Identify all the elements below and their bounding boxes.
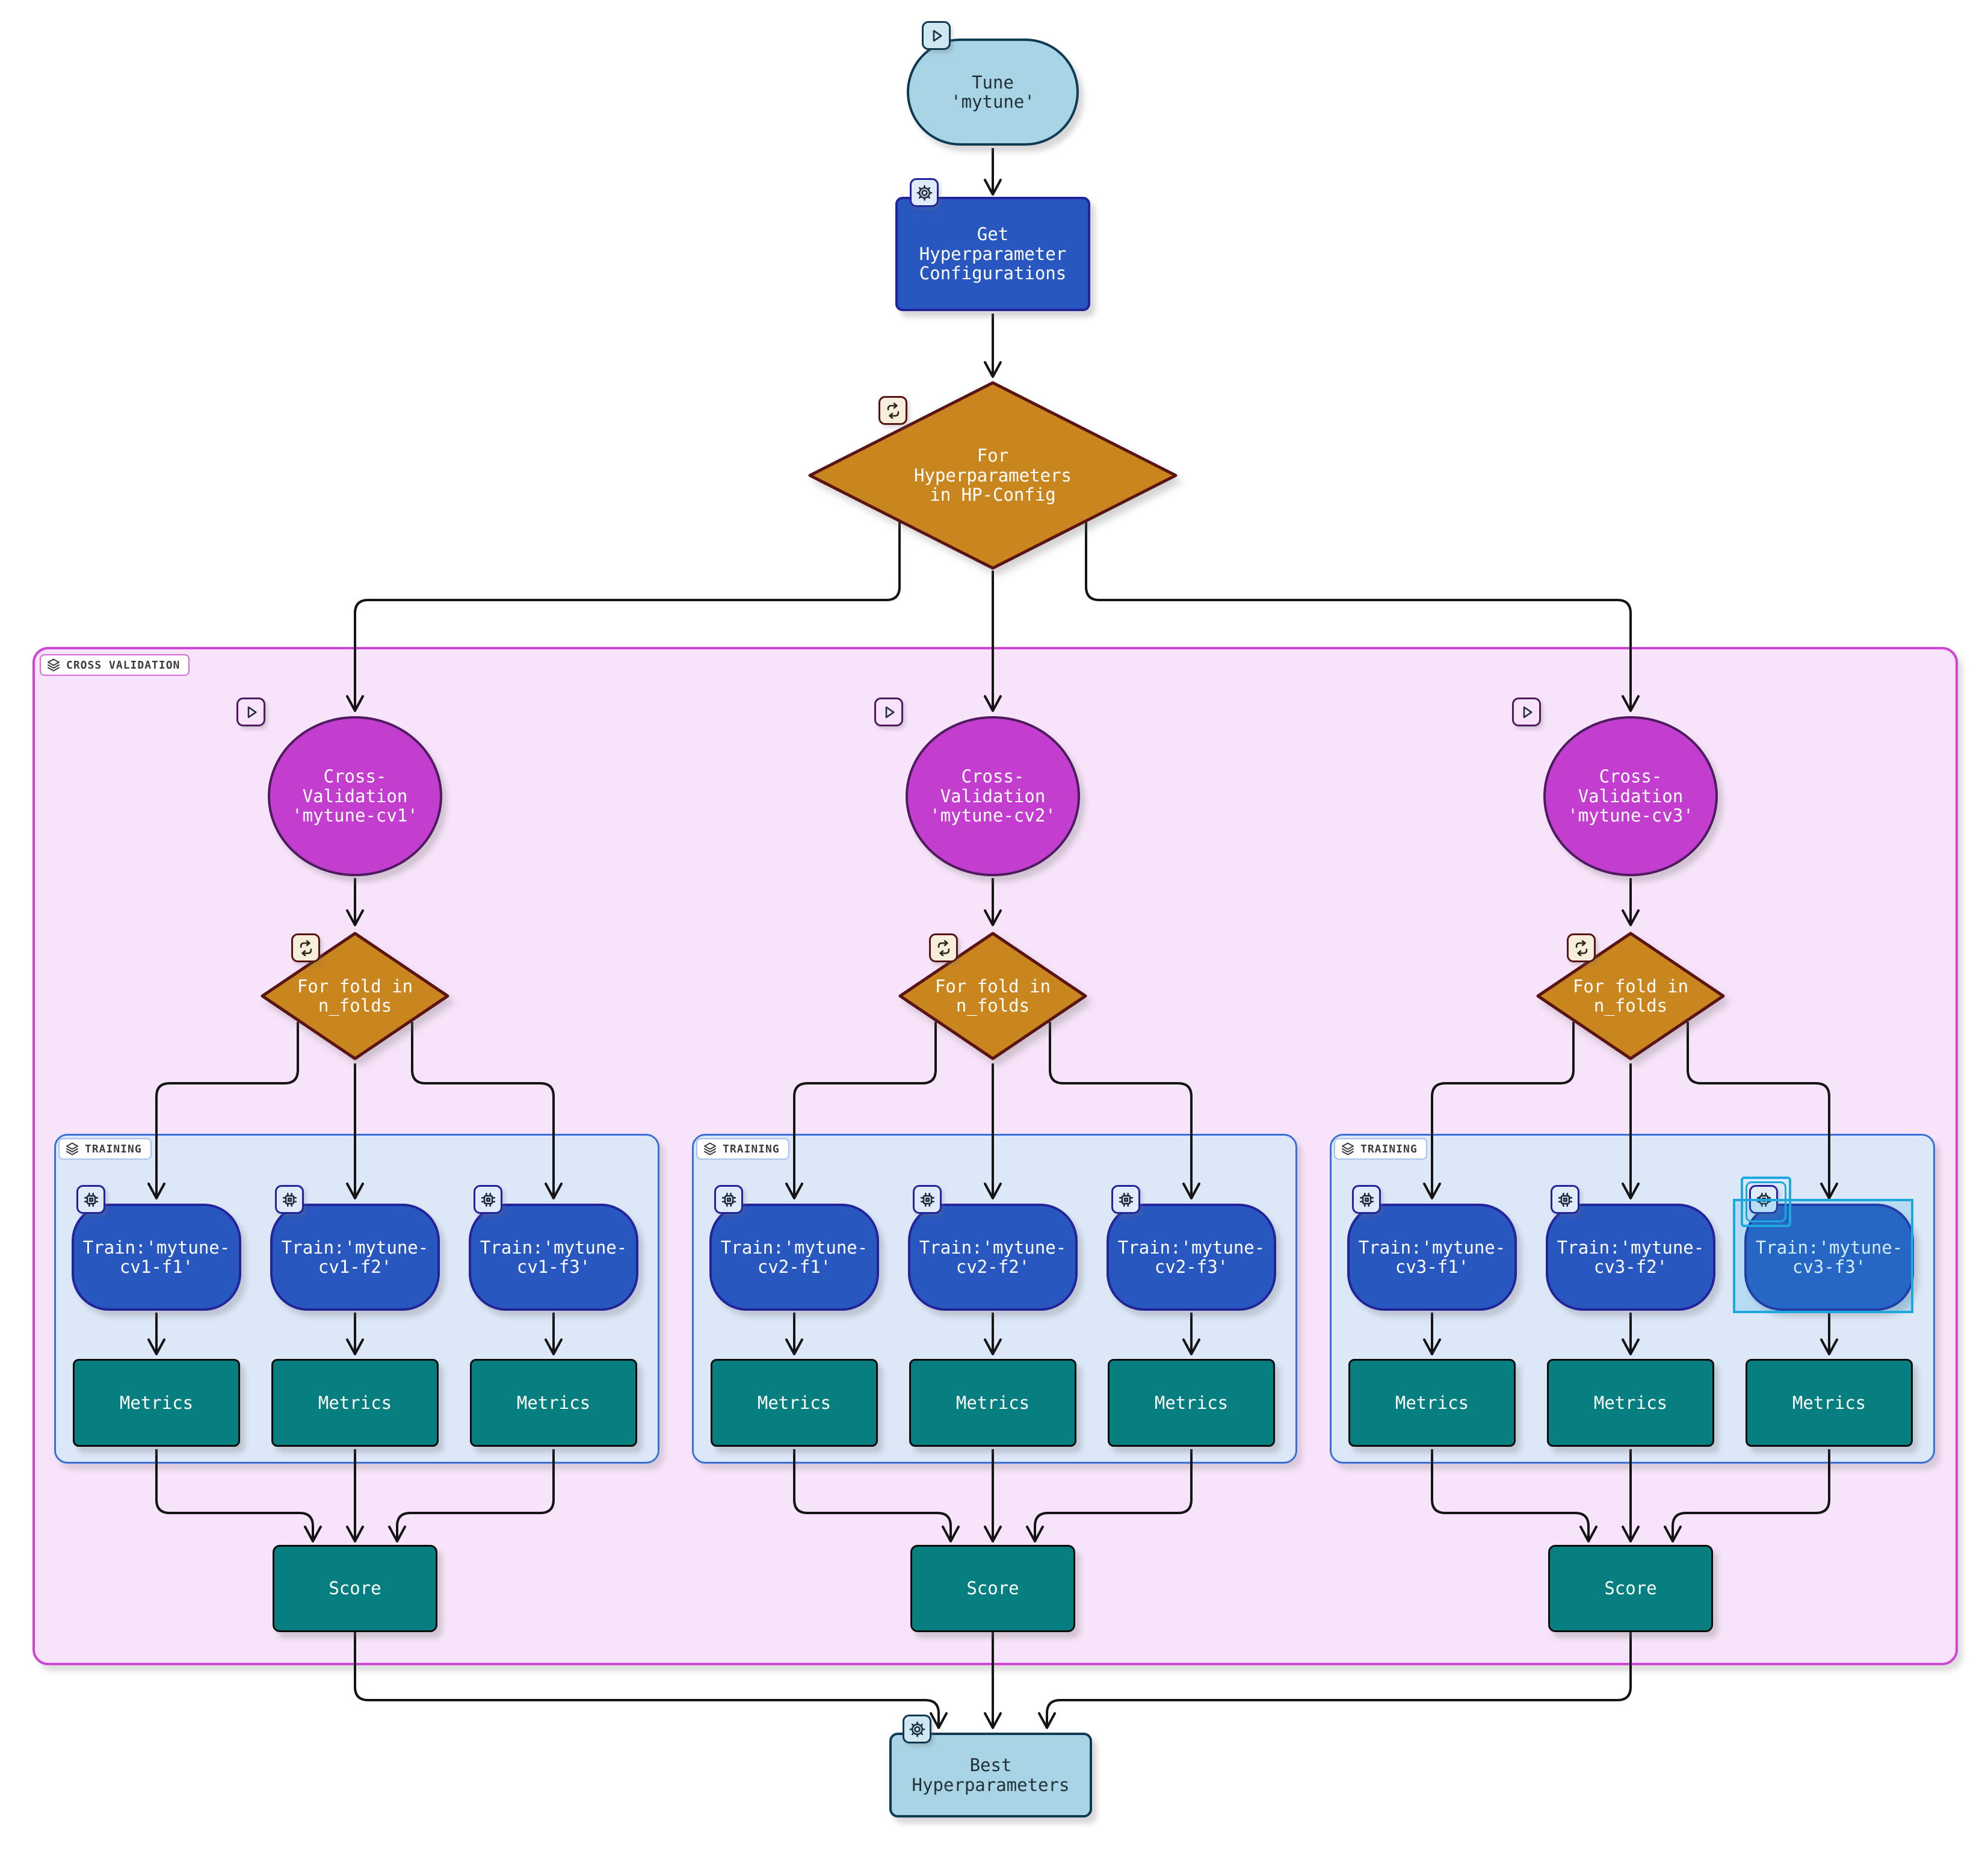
loop-icon [878, 396, 907, 425]
node-label: For fold in n_folds [934, 976, 1051, 1016]
node-label: Metrics [1792, 1392, 1866, 1413]
node-label: Train:'mytune- cv3-f3' [1755, 1237, 1903, 1277]
node-label: Train:'mytune- cv2-f2' [919, 1237, 1067, 1277]
cross-validation-node-cv2[interactable]: Cross- Validation 'mytune-cv2' [906, 716, 1080, 876]
metrics-node[interactable]: Metrics [711, 1359, 878, 1447]
node-label: Metrics [1154, 1392, 1229, 1413]
node-label: Metrics [516, 1392, 591, 1413]
metrics-node[interactable]: Metrics [1348, 1359, 1516, 1447]
node-label: Metrics [1593, 1392, 1668, 1413]
metrics-node[interactable]: Metrics [1547, 1359, 1714, 1447]
node-label: Train:'mytune- cv2-f1' [720, 1237, 868, 1277]
fold-loop-node-cv3[interactable]: For fold in n_folds [1534, 930, 1727, 1062]
node-label: Best Hyperparameters [912, 1755, 1070, 1795]
cross-validation-node-cv1[interactable]: Cross- Validation 'mytune-cv1' [268, 716, 442, 876]
gear-icon [910, 178, 939, 207]
node-label: Cross- Validation 'mytune-cv2' [930, 766, 1056, 826]
training-group-label-3: TRAINING [1334, 1138, 1427, 1160]
layers-icon [65, 1142, 79, 1156]
node-label: Train:'mytune- cv1-f2' [281, 1237, 429, 1277]
chip-icon [474, 1185, 502, 1214]
metrics-node[interactable]: Metrics [1746, 1359, 1913, 1447]
chip-icon [913, 1185, 942, 1214]
score-node-cv2[interactable]: Score [910, 1545, 1075, 1632]
play-icon [1512, 698, 1541, 726]
layers-icon [703, 1142, 717, 1156]
selection-highlight-badge-outer [1741, 1177, 1791, 1227]
tune-node[interactable]: Tune 'mytune' [907, 39, 1079, 146]
train-node-cv2-f1[interactable]: Train:'mytune- cv2-f1' [709, 1204, 879, 1311]
train-node-cv2-f2[interactable]: Train:'mytune- cv2-f2' [908, 1204, 1078, 1311]
fold-loop-node-cv1[interactable]: For fold in n_folds [259, 930, 451, 1062]
chip-icon [1551, 1185, 1579, 1214]
play-icon [236, 698, 265, 726]
group-label-text: TRAINING [1360, 1142, 1418, 1155]
node-label: Metrics [955, 1392, 1030, 1413]
node-label: Train:'mytune- cv1-f1' [82, 1237, 230, 1277]
play-icon [874, 698, 903, 726]
metrics-node[interactable]: Metrics [909, 1359, 1076, 1447]
score-node-cv1[interactable]: Score [273, 1545, 437, 1632]
train-node-cv2-f3[interactable]: Train:'mytune- cv2-f3' [1107, 1204, 1276, 1311]
train-node-cv1-f2[interactable]: Train:'mytune- cv1-f2' [270, 1204, 440, 1311]
node-label: Metrics [1395, 1392, 1469, 1413]
chip-icon [1111, 1185, 1140, 1214]
node-label: Score [1604, 1578, 1657, 1599]
node-label: Cross- Validation 'mytune-cv1' [292, 766, 418, 826]
node-label: For fold in n_folds [297, 976, 413, 1016]
chip-icon [275, 1185, 304, 1214]
node-label: Metrics [757, 1392, 832, 1413]
metrics-node[interactable]: Metrics [73, 1359, 240, 1447]
node-label: Train:'mytune- cv3-f2' [1557, 1237, 1705, 1277]
metrics-node[interactable]: Metrics [271, 1359, 439, 1447]
score-node-cv3[interactable]: Score [1548, 1545, 1713, 1632]
train-node-cv1-f3[interactable]: Train:'mytune- cv1-f3' [469, 1204, 638, 1311]
loop-icon [291, 933, 320, 962]
best-hyperparameters-node[interactable]: Best Hyperparameters [889, 1733, 1092, 1817]
training-group-label-2: TRAINING [696, 1138, 789, 1160]
play-icon [922, 21, 951, 50]
selection-highlight [1733, 1199, 1913, 1313]
node-label: Score [329, 1578, 381, 1599]
metrics-node[interactable]: Metrics [1108, 1359, 1275, 1447]
node-label: Train:'mytune- cv3-f1' [1358, 1237, 1506, 1277]
layers-icon [1341, 1142, 1355, 1156]
train-node-cv1-f1[interactable]: Train:'mytune- cv1-f1' [72, 1204, 241, 1311]
hyperparameter-loop-node[interactable]: For Hyperparameters in HP-Config [806, 379, 1179, 572]
node-label: For fold in n_folds [1572, 976, 1689, 1016]
loop-icon [929, 933, 958, 962]
cross-validation-node-cv3[interactable]: Cross- Validation 'mytune-cv3' [1543, 716, 1718, 876]
train-node-cv3-f2[interactable]: Train:'mytune- cv3-f2' [1546, 1204, 1715, 1311]
cross-validation-group-label: CROSS VALIDATION [40, 654, 190, 676]
gear-icon [903, 1715, 931, 1743]
node-label: Train:'mytune- cv2-f3' [1117, 1237, 1265, 1277]
node-label: Metrics [318, 1392, 392, 1413]
chip-icon [714, 1185, 743, 1214]
training-group-label-1: TRAINING [58, 1138, 152, 1160]
selection-highlight-badge-inner [1746, 1181, 1786, 1222]
tune-node-label: Tune 'mytune' [951, 72, 1035, 112]
node-label: Cross- Validation 'mytune-cv3' [1567, 766, 1694, 826]
node-label: For Hyperparameters in HP-Config [914, 445, 1072, 506]
node-label: Score [966, 1578, 1019, 1599]
fold-loop-node-cv2[interactable]: For fold in n_folds [897, 930, 1089, 1062]
group-label-text: CROSS VALIDATION [66, 658, 181, 672]
group-label-text: TRAINING [85, 1142, 142, 1155]
group-label-text: TRAINING [723, 1142, 780, 1155]
layers-icon [46, 658, 61, 672]
chip-icon [1352, 1185, 1381, 1214]
metrics-node[interactable]: Metrics [470, 1359, 637, 1447]
node-label: Get Hyperparameter Configurations [919, 224, 1067, 284]
train-node-cv3-f1[interactable]: Train:'mytune- cv3-f1' [1347, 1204, 1517, 1311]
node-label: Train:'mytune- cv1-f3' [480, 1237, 628, 1277]
chip-icon [76, 1185, 105, 1214]
get-hyperparameter-configurations-node[interactable]: Get Hyperparameter Configurations [895, 197, 1090, 311]
node-label: Metrics [119, 1392, 194, 1413]
loop-icon [1567, 933, 1596, 962]
